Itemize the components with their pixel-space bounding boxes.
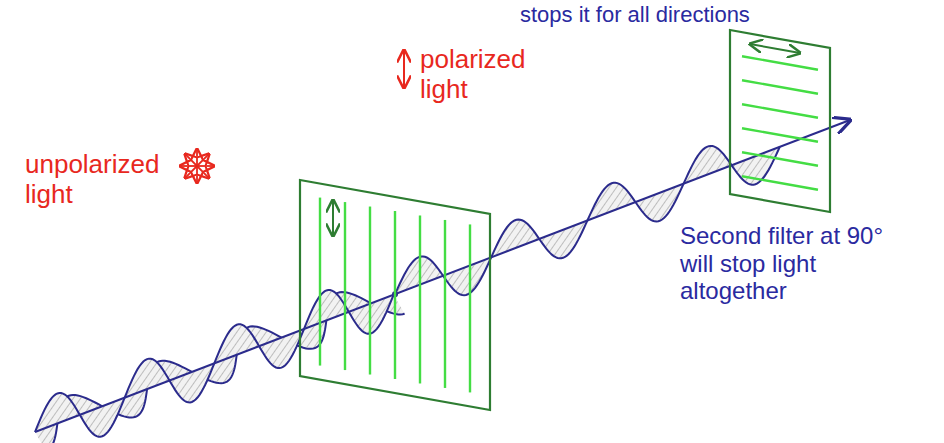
direction-ray [197, 154, 209, 166]
first-filter [300, 180, 490, 410]
filter-slit [319, 198, 321, 366]
filter-direction-arrow [332, 200, 334, 236]
direction-ray [180, 165, 197, 167]
direction-ray [196, 166, 198, 183]
note-text: Second filter at 90° will stop light alt… [680, 222, 895, 305]
polarization-arrow [403, 50, 405, 88]
filter-slit [419, 215, 421, 383]
filter-slit [742, 152, 818, 166]
filter-slit [444, 220, 446, 388]
note-text: stops it for all directions [520, 2, 820, 27]
light-label: unpolarized light [25, 150, 183, 210]
filter-slit [742, 128, 818, 142]
filter-slits [320, 198, 470, 393]
direction-ray [185, 154, 197, 166]
filter-slit [394, 211, 396, 379]
filter-slit [742, 80, 818, 94]
direction-ray [197, 165, 214, 167]
direction-ray [185, 166, 197, 178]
direction-ray [197, 166, 209, 178]
filter-slit [742, 56, 818, 70]
filter-frame [300, 180, 490, 410]
filter-slit [369, 207, 371, 375]
filter-slit [742, 176, 818, 190]
filter-slit [742, 104, 818, 118]
direction-ray [196, 149, 198, 166]
filter-slit [469, 224, 471, 392]
filter-frame [730, 30, 830, 212]
filter-slit [344, 202, 346, 370]
filter-direction-arrow [750, 44, 800, 53]
second-filter [730, 30, 830, 212]
unpolarized-symbol [180, 149, 214, 183]
filter-slits [742, 56, 818, 190]
light-label: polarized light [420, 45, 545, 105]
